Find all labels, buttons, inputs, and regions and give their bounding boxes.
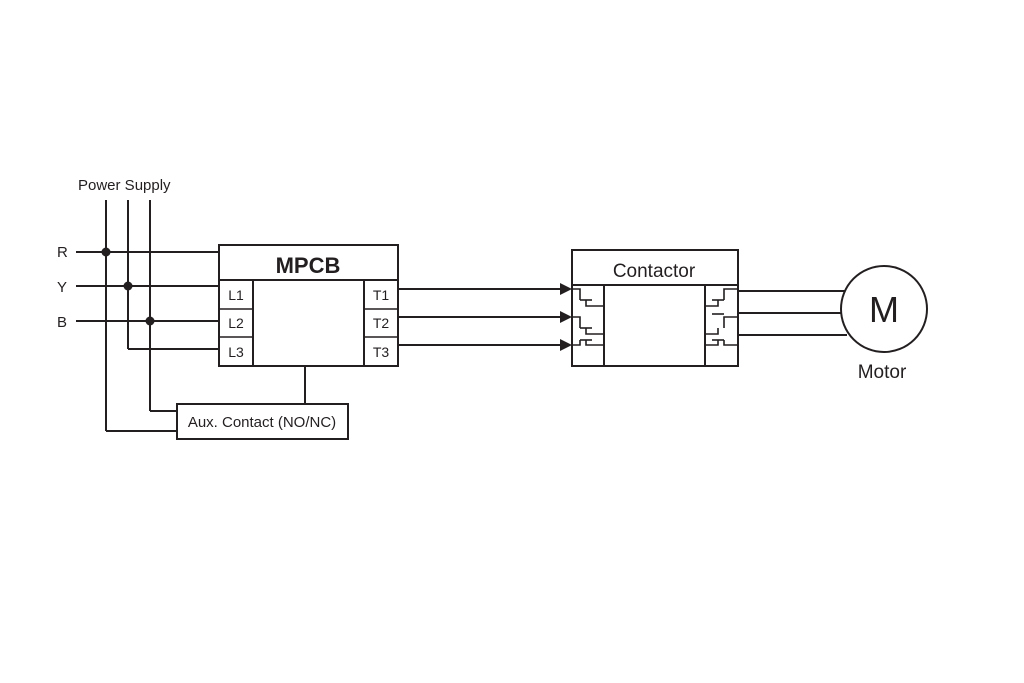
aux-contact-block: Aux. Contact (NO/NC) [176,403,349,440]
motor-label: Motor [858,362,907,383]
mpcb-terminal-l3: L3 [228,344,244,360]
junction-dot-y [123,281,133,291]
contactor-block: Contactor [571,249,739,367]
mpcb-to-contactor-lines [398,283,572,351]
motor-letter: M [869,289,899,330]
arrow-2 [560,311,572,323]
contactor-to-motor-lines [738,290,847,336]
mpcb-terminal-l1: L1 [228,287,244,303]
power-supply-label: Power Supply [78,177,171,194]
arrow-3 [560,339,572,351]
phase-label-b: B [57,314,67,331]
mpcb-terminal-t1: T1 [373,287,390,303]
mpcb-block: MPCB L1 L2 L3 T1 T2 T3 [218,244,399,367]
phase-label-y: Y [57,279,67,296]
contactor-output-contacts [705,288,738,346]
junction-dot-r [101,247,111,257]
phase-label-r: R [57,244,68,261]
junction-dot-b [145,316,155,326]
aux-contact-label: Aux. Contact (NO/NC) [188,414,336,431]
mpcb-terminal-t3: T3 [373,344,390,360]
mpcb-terminal-l2: L2 [228,315,244,331]
contactor-input-contacts [572,288,604,346]
contactor-title: Contactor [613,261,696,282]
motor-symbol: M [840,265,928,353]
arrow-1 [560,283,572,295]
mpcb-title: MPCB [276,253,341,278]
mpcb-terminal-t2: T2 [373,315,390,331]
